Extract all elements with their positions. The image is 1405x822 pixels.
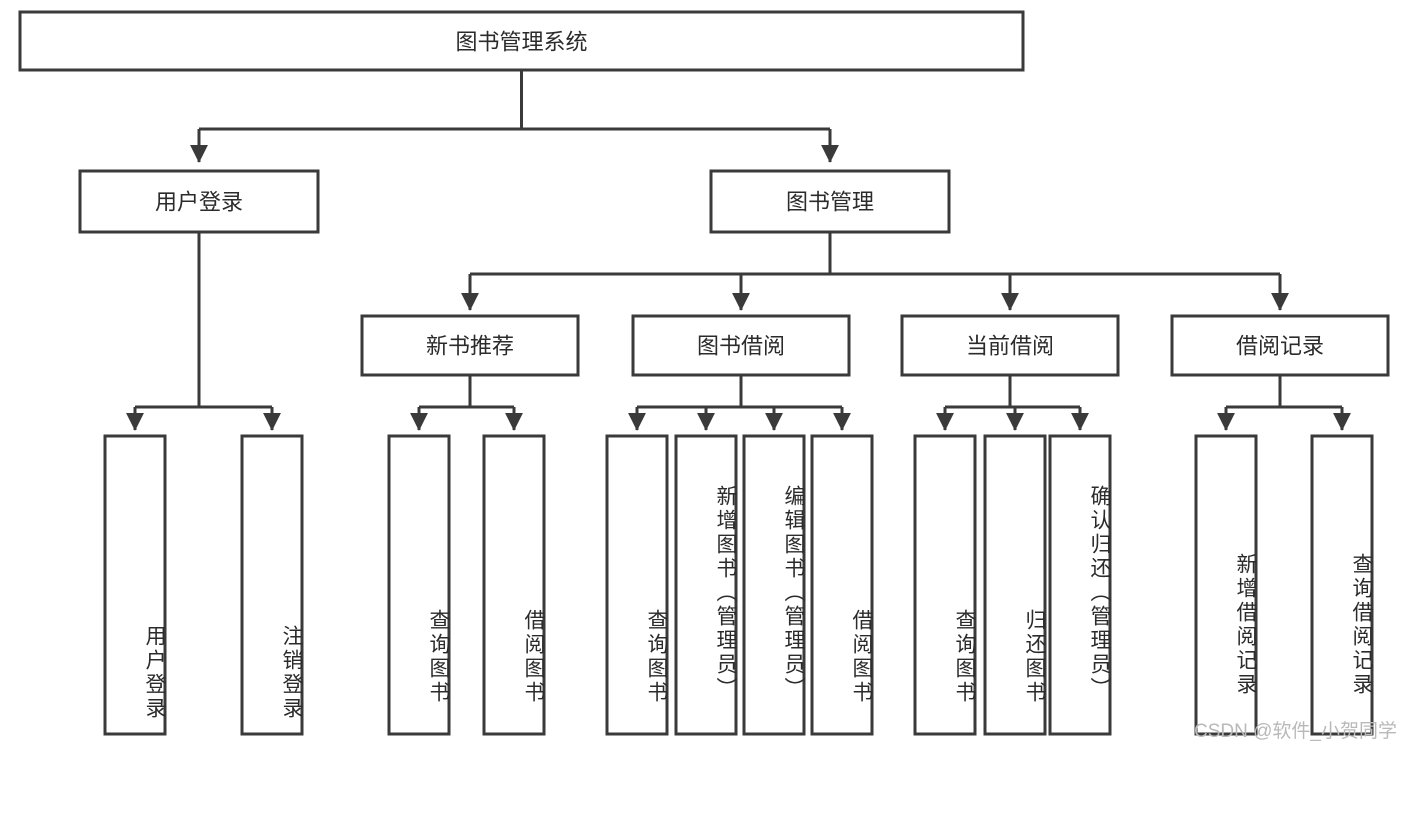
node-current-borrow-label: 当前借阅 <box>966 334 1054 359</box>
node-book-management[interactable]: 图书管理 <box>709 169 951 234</box>
node-current-borrow-box[interactable] <box>900 314 1120 377</box>
node-book-borrow-label: 图书借阅 <box>697 334 785 359</box>
node-root[interactable]: 图书管理系统 <box>18 10 1025 72</box>
leaf-borrow-book-2-box[interactable] <box>810 434 874 736</box>
node-book-management-box[interactable] <box>709 169 951 234</box>
leaf-query-book-1-box[interactable] <box>387 434 451 736</box>
node-current-borrow[interactable]: 当前借阅 <box>900 314 1120 377</box>
node-book-management-label: 图书管理 <box>786 190 874 215</box>
node-root-label: 图书管理系统 <box>455 30 587 55</box>
node-book-borrow[interactable]: 图书借阅 <box>631 314 851 377</box>
node-borrow-record-label: 借阅记录 <box>1236 334 1324 359</box>
node-book-borrow-box[interactable] <box>631 314 851 377</box>
node-new-book-recommend-label: 新书推荐 <box>426 334 514 359</box>
connector-layer <box>126 70 1351 431</box>
node-user-login-box[interactable] <box>78 169 320 234</box>
node-borrow-record[interactable]: 借阅记录 <box>1170 314 1390 377</box>
leaf-query-book-3-box[interactable] <box>913 434 977 736</box>
leaf-user-login-box[interactable] <box>103 434 167 736</box>
node-root-box[interactable] <box>18 10 1025 72</box>
leaf-user-logout-box[interactable] <box>240 434 304 736</box>
node-user-login[interactable]: 用户登录 <box>78 169 320 234</box>
node-borrow-record-box[interactable] <box>1170 314 1390 377</box>
node-user-login-label: 用户登录 <box>155 190 243 215</box>
leaf-add-book-box[interactable] <box>674 434 738 736</box>
leaf-query-record-box[interactable] <box>1310 434 1374 736</box>
leaf-add-record-box[interactable] <box>1194 434 1258 736</box>
diagram-canvas: 图书管理系统 用户登录 图书管理 新书推荐 图书借阅 <box>18 10 1397 742</box>
leaf-return-book-box[interactable] <box>983 434 1047 736</box>
leaf-confirm-return-box[interactable] <box>1048 434 1112 736</box>
node-new-book-recommend[interactable]: 新书推荐 <box>360 314 580 377</box>
node-new-book-recommend-box[interactable] <box>360 314 580 377</box>
node-layer: 图书管理系统 用户登录 图书管理 新书推荐 图书借阅 <box>18 10 1390 736</box>
csdn-watermark: CSDN @软件_小贺同学 <box>1194 721 1397 742</box>
leaf-node-layer <box>103 434 1374 736</box>
leaf-edit-book-box[interactable] <box>742 434 806 736</box>
leaf-borrow-book-1-box[interactable] <box>482 434 546 736</box>
hierarchy-diagram-svg: 图书管理系统 用户登录 图书管理 新书推荐 图书借阅 <box>18 10 1390 736</box>
leaf-query-book-2-box[interactable] <box>605 434 669 736</box>
